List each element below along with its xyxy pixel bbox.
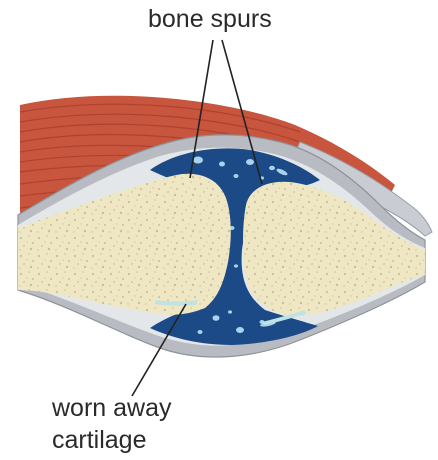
bone-spurs-label: bone spurs: [148, 3, 272, 35]
cartilage-line: cartilage: [52, 424, 172, 456]
worn-away-line: worn away: [52, 392, 172, 424]
worn-away-cartilage-label: worn away cartilage: [52, 392, 172, 456]
